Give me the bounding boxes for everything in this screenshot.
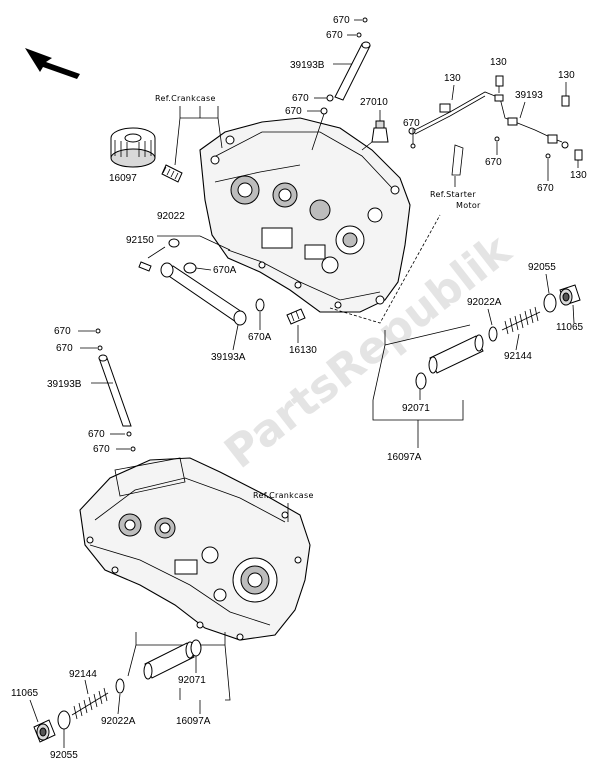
oring-92055-b: [57, 710, 71, 730]
washer-92022: [168, 238, 180, 248]
ref-starter-motor-1: Ref.Starter: [430, 190, 476, 199]
bolt-130-d: [574, 149, 583, 161]
label-670-a: 670: [333, 15, 350, 26]
oil-filter: [110, 127, 156, 168]
switch-27010: [371, 120, 389, 143]
oring-670-f: [494, 136, 500, 142]
label-16097a-r: 16097A: [387, 452, 422, 463]
threaded-stud: [161, 164, 183, 183]
label-670a-2: 670A: [248, 332, 272, 343]
label-130-a: 130: [444, 73, 461, 84]
label-92071-b: 92071: [178, 675, 206, 686]
bolt-130-b: [495, 75, 504, 87]
label-16097: 16097: [109, 173, 137, 184]
label-16130: 16130: [289, 345, 317, 356]
sleeve-r: [428, 334, 484, 374]
bracket: [451, 144, 464, 176]
label-130-c: 130: [558, 70, 575, 81]
oring-92071-b: [190, 639, 202, 657]
label-39193b-top: 39193B: [290, 60, 325, 71]
oring-670-i: [97, 345, 103, 351]
label-39193b-left: 39193B: [47, 379, 82, 390]
oring-670-k: [130, 446, 136, 452]
oil-pipe-39193b-left: [98, 354, 132, 427]
label-670-c: 670: [292, 93, 309, 104]
spring-92144-r: [501, 306, 541, 335]
spring-92144-b: [71, 687, 109, 720]
label-16097a-b: 16097A: [176, 716, 211, 727]
label-92144-b: 92144: [69, 669, 97, 680]
label-670-j: 670: [88, 429, 105, 440]
label-92055-r: 92055: [528, 262, 556, 273]
bolt-130-c: [561, 95, 570, 107]
sleeve-b: [143, 641, 195, 680]
crankcase-top: [199, 117, 411, 313]
label-92071-r: 92071: [402, 403, 430, 414]
bolt-92150: [138, 261, 152, 272]
oring-670-d: [320, 107, 328, 115]
ref-crankcase-bottom: Ref.Crankcase: [253, 491, 314, 500]
label-11065-r: 11065: [556, 322, 584, 333]
label-670-d: 670: [285, 106, 302, 117]
oring-670-b: [356, 32, 362, 38]
label-670-e: 670: [403, 118, 420, 129]
plug-11065-r: [559, 284, 581, 306]
label-92055-b: 92055: [50, 750, 78, 761]
plug-11065-b: [33, 719, 56, 743]
label-130-d: 130: [570, 170, 587, 181]
label-92022a-r: 92022A: [467, 297, 502, 308]
washer-92022a-r: [488, 326, 498, 342]
label-11065-b: 11065: [11, 688, 39, 699]
crankcase-bottom: [79, 457, 311, 641]
label-670a-1: 670A: [213, 265, 237, 276]
label-670-h: 670: [54, 326, 71, 337]
label-39193: 39193: [515, 90, 543, 101]
oring-670-j: [126, 431, 132, 437]
ref-starter-motor-2: Motor: [456, 201, 481, 210]
washer-92022a-b: [115, 678, 125, 694]
label-39193a: 39193A: [211, 352, 246, 363]
label-670-i: 670: [56, 343, 73, 354]
label-670-f: 670: [485, 157, 502, 168]
oring-670-a: [362, 17, 368, 23]
oring-670-e: [410, 143, 416, 149]
label-670-b: 670: [326, 30, 343, 41]
label-92022: 92022: [157, 211, 185, 222]
label-27010: 27010: [360, 97, 388, 108]
label-670-g: 670: [537, 183, 554, 194]
oil-pipe-39193b-top: [334, 41, 371, 101]
oring-670a: [255, 298, 265, 312]
label-92144-r: 92144: [504, 351, 532, 362]
oil-line-39193: [408, 91, 569, 149]
label-130-b: 130: [490, 57, 507, 68]
oring-670-h: [95, 328, 101, 334]
oring-670-g: [545, 153, 551, 159]
direction-arrow-icon: [25, 48, 80, 79]
oring-92071-r: [415, 372, 427, 390]
label-92022a-b: 92022A: [101, 716, 136, 727]
oil-pipe-39193a: [160, 262, 247, 326]
sensor-16130: [286, 308, 306, 325]
oring-670-c: [326, 94, 334, 102]
oring-92055-r: [543, 293, 557, 313]
ref-crankcase-top: Ref.Crankcase: [155, 94, 216, 103]
label-670-k: 670: [93, 444, 110, 455]
label-92150: 92150: [126, 235, 154, 246]
